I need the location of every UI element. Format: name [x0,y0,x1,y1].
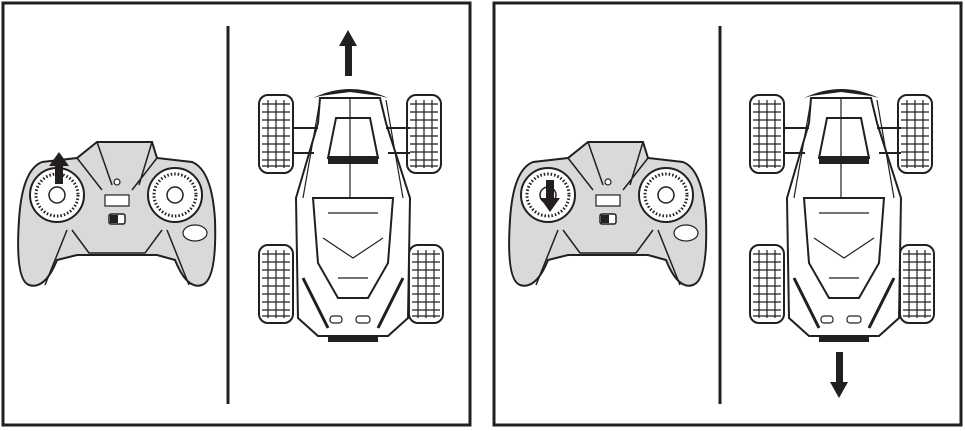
arrow-down-icon [830,352,848,398]
remote-controller-icon [17,140,217,288]
panel-border [1,1,472,427]
panel-backward [492,1,963,427]
arrow-up-icon [339,30,357,76]
remote-controller-icon [508,140,708,288]
panel-border [492,1,963,427]
arrow-down-icon [540,180,560,212]
panel-forward [1,1,472,427]
rc-car-icon [750,89,934,342]
rc-car-icon [259,89,443,342]
arrow-up-icon [49,152,69,184]
